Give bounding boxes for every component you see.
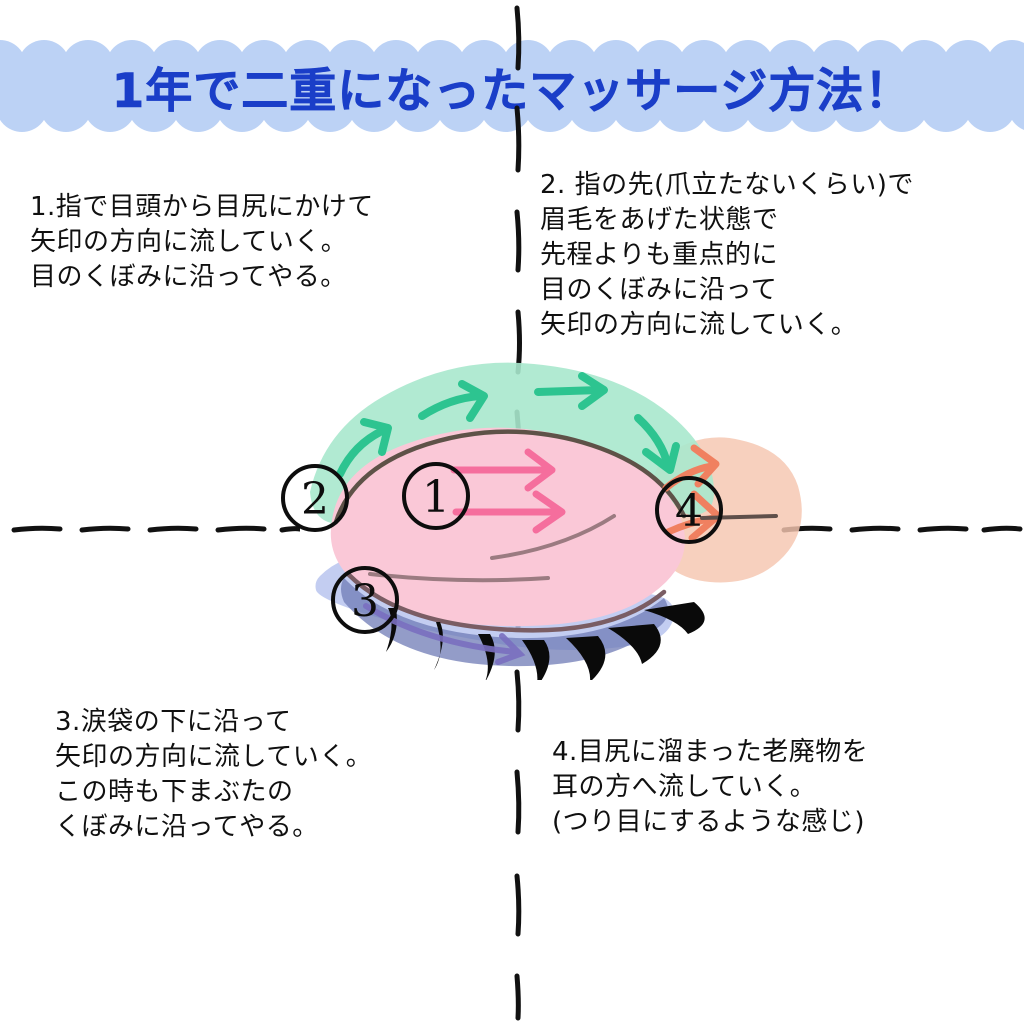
page-title: 1年で二重になったマッサージ方法！ (111, 63, 913, 119)
region-4-guide-stroke (700, 514, 778, 520)
step-3-instructions: 3.涙袋の下に沿って 矢印の方向に流していく。 この時も下まぶたの くぼみに沿っ… (55, 707, 373, 842)
lower-eyelid-line (345, 571, 667, 633)
marker-3-label: 3 (351, 576, 379, 627)
marker-2-label: 2 (301, 474, 329, 525)
title-cloud-shape (0, 40, 1024, 132)
upper-eyelid-line (333, 429, 687, 525)
horizontal-dashed-divider (11, 525, 300, 533)
region-1-arrow-group (450, 448, 566, 534)
step-4-instructions: 4.目尻に溜まった老廃物を 耳の方へ流していく。 (つり目にするような感じ) (552, 737, 869, 837)
step-2-instructions: 2. 指の先(爪立たないくらい)で 眉毛をあげた状態で 先程よりも重点的に 目の… (540, 170, 914, 340)
marker-3: 3 (331, 566, 399, 634)
lower-eyelash-group (386, 602, 705, 680)
eye-massage-diagram: 1 2 3 4 (270, 360, 830, 680)
step-1-instructions: 1.指で目頭から目尻にかけて 矢印の方向に流していく。 目のくぼみに沿ってやる。 (30, 192, 374, 292)
marker-2: 2 (281, 464, 349, 532)
double-eyelid-fold (368, 572, 550, 583)
title-banner: 1年で二重になったマッサージ方法！ (0, 40, 1024, 132)
region-2-green-zone (310, 362, 714, 524)
marker-1-label: 1 (422, 472, 450, 523)
double-eyelid-fold-outer (490, 514, 616, 560)
marker-4: 4 (655, 476, 723, 544)
region-3-arrow-group (363, 603, 526, 665)
marker-1: 1 (402, 462, 470, 530)
region-2-arrow-group (336, 372, 680, 478)
marker-4-label: 4 (675, 486, 703, 537)
